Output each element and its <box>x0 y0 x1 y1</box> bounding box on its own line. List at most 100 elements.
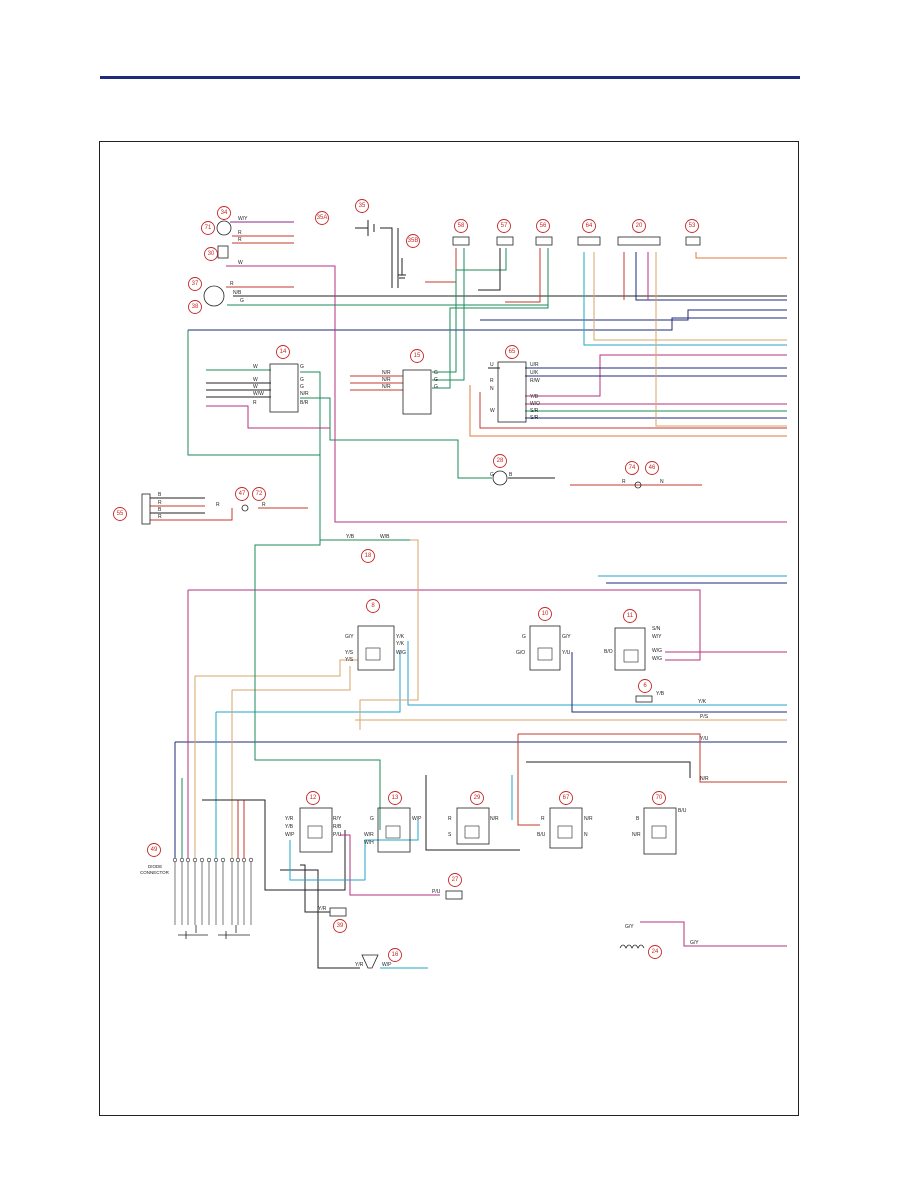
label-28-b: B <box>509 472 513 478</box>
label-24-gy: G/Y <box>625 924 634 930</box>
callout-label-70: 70 <box>656 795 663 801</box>
label-10-gy: G/Y <box>562 634 571 640</box>
label-10-yu: Y/U <box>562 650 571 656</box>
motor-28 <box>492 470 508 486</box>
callout-label-64: 64 <box>586 223 593 229</box>
diode-pin <box>179 857 185 863</box>
callout-label-49: 49 <box>151 847 158 853</box>
label-nr: N/R <box>700 776 709 782</box>
wire-14-green-long <box>300 371 410 541</box>
label-15-nr3: N/R <box>382 384 391 390</box>
label-18-wb: W/B <box>380 534 390 540</box>
wire-green-58 <box>432 248 465 381</box>
label-24-gy2: G/Y <box>690 940 699 946</box>
callout-12: 12 <box>306 791 320 805</box>
label-55-b1: B <box>158 492 162 498</box>
switch-39 <box>329 907 347 917</box>
label-14-br: B/R <box>300 400 309 406</box>
callout-46: 46 <box>645 461 659 475</box>
callout-label-14: 14 <box>280 349 287 355</box>
diode-pin <box>213 857 219 863</box>
wire-tan-8b <box>232 666 351 691</box>
header-rule <box>100 76 800 79</box>
connector-56 <box>535 236 553 246</box>
wire-tan-64 <box>593 252 787 341</box>
label-12-yr: Y/R <box>285 816 294 822</box>
label-65-sr2: S/R <box>530 415 539 421</box>
label-67-n: N <box>584 832 588 838</box>
label-15-g3: G <box>434 384 438 390</box>
label-65-wo: W/O <box>530 401 540 407</box>
wire-magenta-30 <box>226 265 787 523</box>
relay-13-coil <box>385 825 401 839</box>
label-65-ur: U/R <box>530 362 539 368</box>
connector-53 <box>685 236 701 246</box>
callout-label-18: 18 <box>365 553 372 559</box>
label-70-nr: N/R <box>632 832 641 838</box>
callout-label-72: 72 <box>256 491 263 497</box>
wire-cyan-8 <box>407 641 787 706</box>
lamp-47-72 <box>241 504 249 512</box>
callout-74: 74 <box>625 461 639 475</box>
relay-12-coil <box>307 825 323 839</box>
label-12-wp: W/P <box>285 832 295 838</box>
label-15-nr1: N/R <box>382 370 391 376</box>
label-65-n: N <box>490 386 494 392</box>
wire-14-navy <box>187 330 320 456</box>
callout-label-53: 53 <box>689 223 696 229</box>
battery-35 <box>355 220 406 288</box>
callout-label-65: 65 <box>509 349 516 355</box>
relay-29-coil <box>464 825 480 839</box>
callout-label-56: 56 <box>540 223 547 229</box>
callout-label-12: 12 <box>310 795 317 801</box>
label-74-r: R <box>622 479 626 485</box>
sender-38 <box>203 285 225 307</box>
label-10-g: G <box>522 634 526 640</box>
label-13-wh: W/H <box>364 840 374 846</box>
wire-tan-8 <box>195 659 358 677</box>
wire-black-relays <box>202 799 346 891</box>
label-16-yr: Y/R <box>355 962 364 968</box>
callout-label-35: 35 <box>359 203 366 209</box>
label-15-g1: G <box>434 370 438 376</box>
callout-label-71: 71 <box>205 225 212 231</box>
callout-label-46: 46 <box>649 465 656 471</box>
callout-14: 14 <box>276 345 290 359</box>
wire-orange-65 <box>469 385 787 437</box>
label-13-g: G <box>370 816 374 822</box>
label-12-yb: Y/B <box>285 824 294 830</box>
callout-label-55: 55 <box>117 511 124 517</box>
label-14-g1: G <box>300 364 304 370</box>
label-8-yk: Y/K <box>396 634 405 640</box>
diode-pin <box>220 857 226 863</box>
callout-72: 72 <box>252 487 266 501</box>
label-12-rb: R/B <box>333 824 342 830</box>
label-55-r1: R <box>158 500 162 506</box>
label-47-r: R <box>216 502 220 508</box>
label-8-ys: Y/S <box>345 650 354 656</box>
connector-20 <box>617 236 661 246</box>
label-ps: P/S <box>700 714 709 720</box>
label-29-nr: N/R <box>490 816 499 822</box>
relay-11 <box>614 627 646 671</box>
label-65-uk: U/K <box>530 370 539 376</box>
callout-70: 70 <box>652 791 666 805</box>
diode-connector-caption-2: CONNECTOR <box>140 870 170 875</box>
callout-label-16: 16 <box>392 952 399 958</box>
label-65-rw: R/W <box>530 378 540 384</box>
relay-10-coil <box>537 647 553 661</box>
label-6-yk: Y/K <box>698 699 707 705</box>
callout-34: 34 <box>217 206 231 220</box>
callout-24: 24 <box>648 945 662 959</box>
relay-67 <box>549 807 583 849</box>
wire-red-55b <box>150 508 233 521</box>
callout-label-10: 10 <box>542 611 549 617</box>
callout-49: 49 <box>147 843 161 857</box>
label-11-wy: W/Y <box>652 634 662 640</box>
label-65-u: U <box>490 362 494 368</box>
switch-27 <box>445 890 463 900</box>
label-67-r: R <box>541 816 545 822</box>
callout-53: 53 <box>685 219 699 233</box>
callout-65: 65 <box>505 345 519 359</box>
wire-53-orange <box>695 252 787 259</box>
